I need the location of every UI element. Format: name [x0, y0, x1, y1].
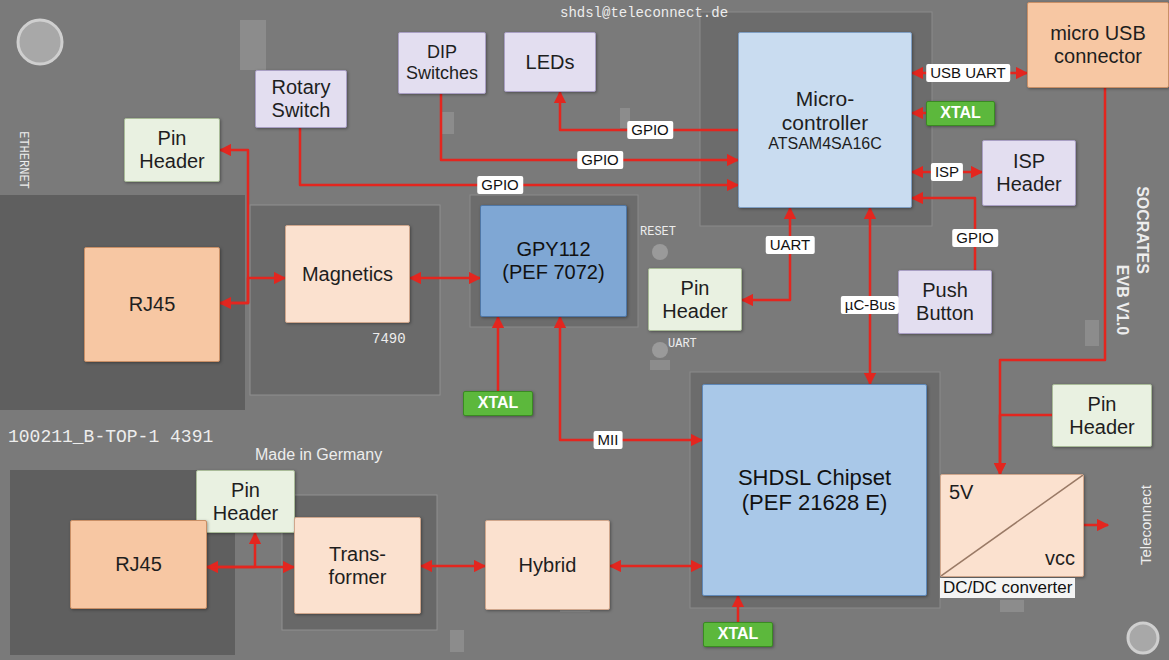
- box-label: Push Button: [903, 279, 987, 325]
- silkscreen-text: 7490: [372, 332, 406, 347]
- controller-box: Micro- controllerATSAM4SA16C: [738, 32, 912, 208]
- signal-label: MII: [594, 431, 623, 449]
- output-box: LEDs: [504, 32, 596, 92]
- signal-label: µC-Bus: [841, 296, 899, 314]
- box-label: Magnetics: [302, 263, 393, 286]
- silkscreen-text: Made in Germany: [255, 446, 382, 464]
- box-label: Trans- former: [313, 543, 403, 589]
- silkscreen-text: ETHERNET: [15, 131, 28, 189]
- ethernet-jack: [0, 195, 245, 410]
- signal-arrow: [497, 317, 500, 391]
- converter-box: 5VvccDC/DC converter: [940, 474, 1084, 577]
- signal-label: GPIO: [577, 151, 623, 169]
- box-label: Pin Header: [129, 127, 215, 173]
- silkscreen-text: RESET: [640, 226, 676, 239]
- mcu-chip: [700, 12, 932, 226]
- signal-arrow: [737, 596, 740, 622]
- silkscreen-text: Teleconnect: [1138, 485, 1155, 565]
- box-label: Hybrid: [519, 554, 577, 577]
- box-label: vcc: [1045, 547, 1075, 570]
- silkscreen-text: UART: [668, 338, 697, 351]
- signal-arrow: [421, 565, 485, 568]
- smd-part: [450, 630, 464, 652]
- input-box: Push Button: [898, 270, 992, 334]
- mounting-hole: [1128, 623, 1158, 653]
- silkscreen-text: SOCRATES: [1133, 186, 1151, 274]
- signal-label: GPIO: [477, 176, 523, 194]
- header-box: Pin Header: [1052, 384, 1152, 447]
- transformer-part: [282, 495, 437, 630]
- component-box: Magnetics: [285, 225, 410, 323]
- via: [652, 342, 668, 358]
- signal-label: GPIO: [952, 229, 998, 247]
- box-label: RJ45: [129, 293, 176, 316]
- box-label: Pin Header: [201, 479, 290, 525]
- signal-arrow: [742, 208, 790, 300]
- silkscreen-text: shdsl@teleconnect.de: [560, 6, 728, 21]
- signal-label: ISP: [931, 163, 963, 181]
- header-box: Pin Header: [124, 118, 220, 182]
- box-label: 5V: [949, 481, 973, 504]
- connector-box: RJ45: [70, 520, 207, 609]
- box-label: XTAL: [718, 625, 759, 643]
- signal-arrow: [220, 150, 248, 303]
- signal-arrow: [410, 277, 480, 280]
- silkscreen-text: 100211_B-TOP-1 4391: [8, 428, 213, 448]
- mounting-hole: [18, 20, 62, 64]
- box-label: DIP Switches: [403, 42, 481, 83]
- input-box: DIP Switches: [398, 32, 486, 94]
- component-box: Trans- former: [294, 517, 421, 614]
- header-box: Pin Header: [648, 268, 742, 331]
- smd-part: [650, 360, 670, 370]
- box-label: SHDSL Chipset (PEF 21628 E): [730, 465, 900, 516]
- smd-part: [1085, 320, 1099, 346]
- smd-part: [1000, 600, 1024, 612]
- crystal-box: XTAL: [926, 101, 995, 126]
- crystal-box: XTAL: [463, 391, 533, 416]
- phy-chip: [470, 195, 638, 327]
- box-label: Pin Header: [653, 277, 737, 323]
- box-label: LEDs: [526, 51, 575, 74]
- box-label: DC/DC converter: [940, 578, 1075, 598]
- diagonal-line: [941, 475, 1083, 576]
- header-box: ISP Header: [982, 140, 1076, 206]
- signal-arrow: [207, 533, 255, 567]
- box-label: XTAL: [940, 104, 981, 122]
- signal-label: UART: [766, 236, 815, 254]
- via: [652, 244, 668, 260]
- signal-label: USB UART: [926, 64, 1010, 82]
- box-label: XTAL: [478, 394, 519, 412]
- box-label: ISP Header: [987, 150, 1071, 196]
- box-label: Pin Header: [1057, 393, 1147, 439]
- shdsl-chip: [690, 372, 940, 608]
- signal-arrow: [560, 317, 702, 440]
- header-box: Pin Header: [196, 470, 295, 533]
- box-label: Rotary Switch: [260, 76, 342, 122]
- silkscreen-text: EVB V1.0: [1113, 265, 1131, 335]
- signal-arrow: [220, 278, 285, 303]
- connector-box: micro USB connector: [1027, 2, 1169, 88]
- chip-box: GPY112 (PEF 7072): [480, 205, 627, 317]
- box-label: ATSAM4SA16C: [768, 135, 882, 153]
- crystal-box: XTAL: [703, 622, 773, 647]
- vcc-output-arrow: [1084, 524, 1108, 527]
- chip-box: SHDSL Chipset (PEF 21628 E): [702, 384, 927, 596]
- box-label: GPY112 (PEF 7072): [498, 238, 610, 284]
- smd-part: [240, 20, 266, 70]
- signal-arrow: [610, 565, 702, 568]
- signal-label: GPIO: [627, 121, 673, 139]
- input-box: Rotary Switch: [255, 70, 347, 128]
- magnetics-part: [250, 205, 440, 395]
- signal-arrow: [912, 112, 926, 115]
- connector-box: RJ45: [84, 247, 220, 362]
- box-label: micro USB connector: [1032, 22, 1164, 68]
- component-box: Hybrid: [485, 520, 610, 610]
- box-label: Micro- controller: [760, 87, 890, 135]
- box-label: RJ45: [115, 553, 162, 576]
- signal-arrow: [1000, 415, 1052, 474]
